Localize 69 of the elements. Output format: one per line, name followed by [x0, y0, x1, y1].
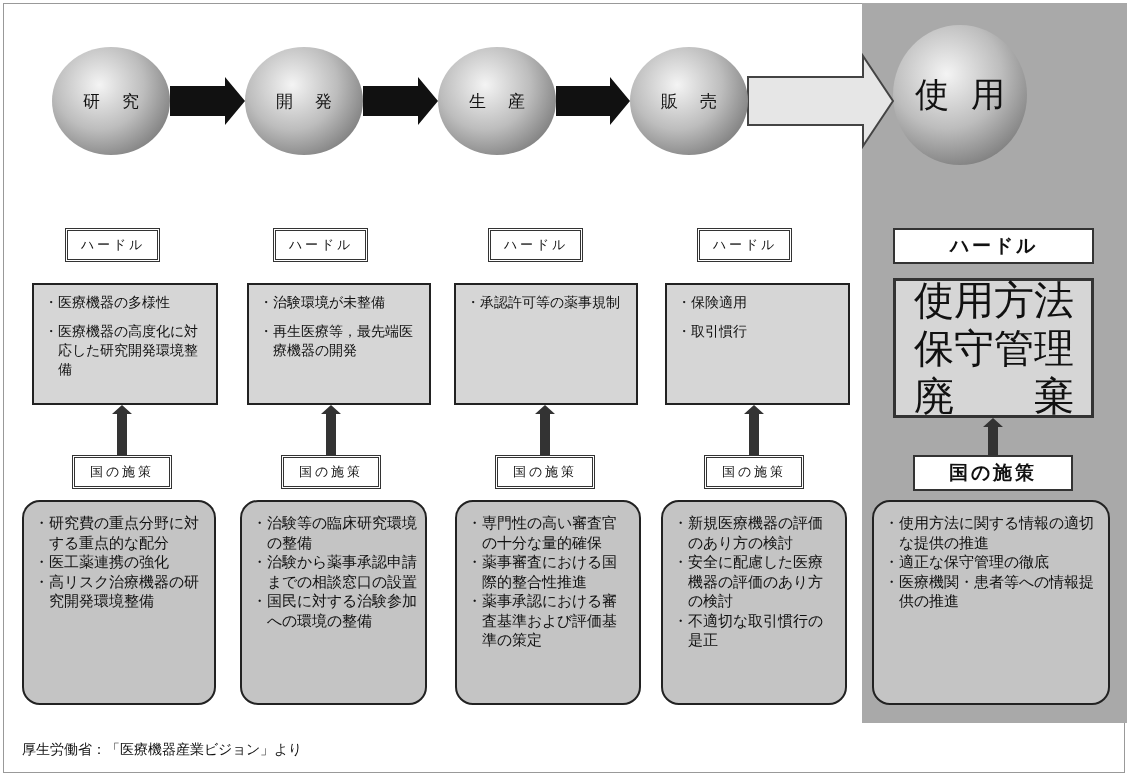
bullet-item: ・医工薬連携の強化	[34, 553, 170, 572]
hurdle-text: 使用方法保守管理廃棄	[913, 276, 1074, 420]
arrow	[363, 77, 438, 125]
label-box	[72, 455, 172, 489]
bullet-item: ・医療機関・患者等への情報提供の推進	[884, 572, 1095, 611]
arrow	[112, 405, 132, 455]
bullet-item: ・不適切な取引慣行の是正	[673, 611, 824, 650]
policy-box	[240, 500, 427, 705]
hurdle-box	[893, 278, 1094, 418]
hurdle-box	[454, 283, 638, 405]
hurdle-box	[32, 283, 218, 405]
stage-name: 生産	[469, 89, 547, 113]
heading-text: ハードル	[288, 236, 353, 254]
bullet-item: ・安全に配慮した医療機器の評価のあり方の検討	[673, 553, 824, 611]
policy-box	[872, 500, 1110, 705]
heading-text: ハードル	[503, 236, 568, 254]
bullet-item: ・適正な保守管理の徹底	[884, 553, 1050, 572]
bullet-item: ・使用方法に関する情報の適切な提供の推進	[884, 514, 1095, 553]
arrow	[744, 405, 764, 455]
arrow	[747, 52, 895, 150]
heading-text: 国の施策	[90, 463, 154, 481]
label-box	[495, 455, 595, 489]
heading-text: ハードル	[712, 236, 777, 254]
label-box	[893, 228, 1094, 264]
heading-text: 国の施策	[949, 460, 1037, 485]
heading-text: ハードル	[80, 236, 145, 254]
label-box	[281, 455, 381, 489]
arrow	[535, 405, 555, 455]
heading-text: 国の施策	[299, 463, 363, 481]
bullet-item: ・新規医療機器の評価のあり方の検討	[673, 514, 824, 553]
bullet-item: ・保険適用	[677, 293, 748, 312]
policy-box	[661, 500, 847, 705]
bullet-item: ・治験等の臨床研究環境の整備	[252, 514, 417, 553]
label-box	[697, 228, 792, 262]
hurdle-box	[247, 283, 431, 405]
bullet-item: ・国民に対する治験参加への環境の整備	[252, 592, 417, 631]
label-box	[273, 228, 368, 262]
highlight-band	[862, 3, 1127, 723]
bullet-item: ・治験から薬事承認申請までの相談窓口の設置	[252, 553, 417, 592]
bullet-item: ・薬事審査における国際的整合性推進	[467, 553, 618, 592]
bullet-item: ・医療機器の多様性	[44, 293, 171, 312]
label-box	[704, 455, 804, 489]
heading-text: 国の施策	[513, 463, 577, 481]
bullet-item: ・薬事承認における審査基準および評価基準の策定	[467, 592, 618, 650]
label-box	[488, 228, 583, 262]
stage-name: 研究	[83, 89, 161, 113]
arrow	[983, 418, 1003, 455]
arrow	[321, 405, 341, 455]
bullet-item: ・医療機器の高度化に対応した研究開発環境整備	[44, 322, 199, 379]
stage-name: 使用	[915, 73, 1027, 116]
arrow	[556, 77, 630, 125]
policy-box	[455, 500, 641, 705]
stage-name: 販売	[661, 89, 739, 113]
bullet-item: ・研究費の重点分野に対する重点的な配分	[34, 514, 200, 553]
bullet-item: ・治験環境が未整備	[259, 293, 386, 312]
heading-text: 国の施策	[722, 463, 786, 481]
bullet-item: ・専門性の高い審査官の十分な量的確保	[467, 514, 618, 553]
bullet-item: ・承認許可等の薬事規制	[466, 293, 621, 312]
bullet-item: ・取引慣行	[677, 322, 748, 341]
bullet-item: ・再生医療等，最先端医療機器の開発	[259, 322, 414, 360]
arrow	[170, 77, 245, 125]
heading-text: ハードル	[949, 233, 1038, 258]
stage-name: 開発	[276, 89, 354, 113]
bullet-item: ・高リスク治療機器の研究開発環境整備	[34, 572, 200, 611]
source-note: 厚生労働省：「医療機器産業ビジョン」より	[22, 741, 302, 759]
hurdle-box	[665, 283, 850, 405]
label-box	[913, 455, 1073, 491]
label-box	[65, 228, 160, 262]
policy-box	[22, 500, 216, 705]
